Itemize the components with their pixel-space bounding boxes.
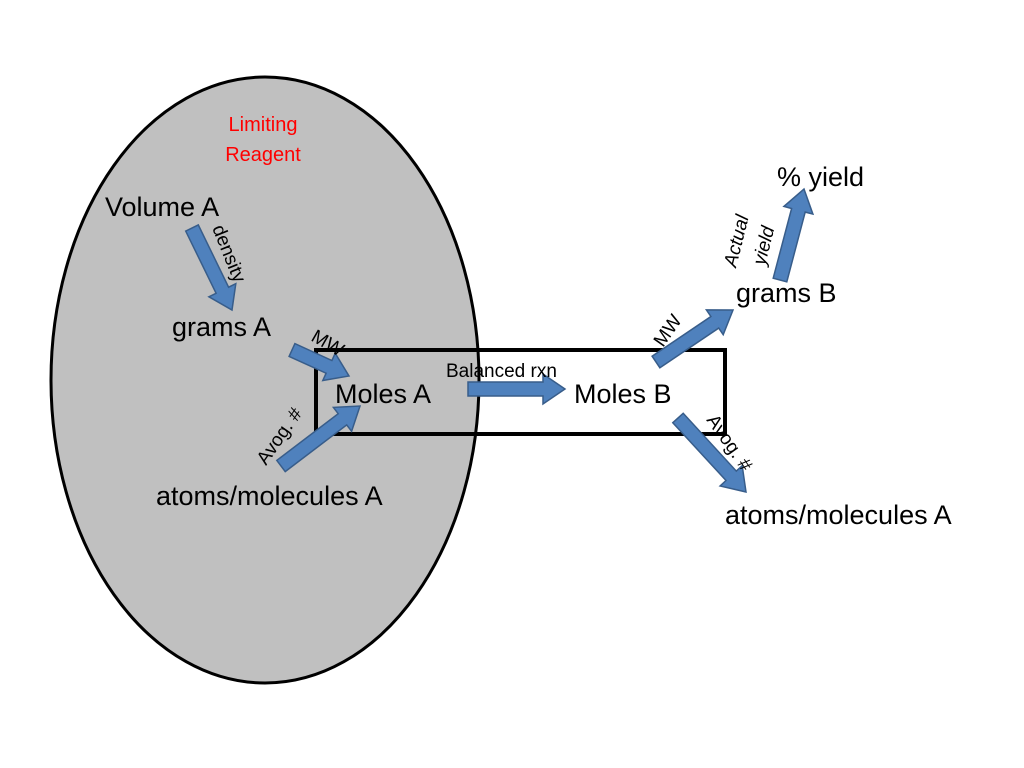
arrow-mw-left (288, 342, 351, 382)
arrow-avog-right (671, 412, 747, 493)
arrows-layer (184, 187, 815, 493)
node-atoms-molecules-a-right: atoms/molecules A (725, 500, 952, 530)
moles-box (314, 348, 727, 436)
arrow-balanced-rxn (467, 372, 567, 406)
arrow-actual-yield (772, 187, 815, 283)
region-title-line2: Reagent (225, 144, 301, 166)
node-atoms-molecules-a-left: atoms/molecules A (156, 481, 383, 511)
node-volume-a: Volume A (105, 192, 219, 222)
node-moles-b: Moles B (574, 379, 672, 409)
node-grams-a: grams A (172, 312, 271, 342)
limiting-reagent-region (49, 75, 481, 685)
arrow-density (184, 223, 237, 312)
region-title-line1: Limiting (229, 114, 298, 136)
node-percent-yield: % yield (777, 162, 864, 192)
arrow-mw-right (651, 309, 735, 369)
node-grams-b: grams B (736, 278, 837, 308)
node-moles-a: Moles A (335, 379, 431, 409)
edge-label-yield: yield (749, 223, 780, 269)
arrow-avog-left (275, 405, 362, 473)
edge-label-balanced-rxn: Balanced rxn (446, 361, 557, 382)
